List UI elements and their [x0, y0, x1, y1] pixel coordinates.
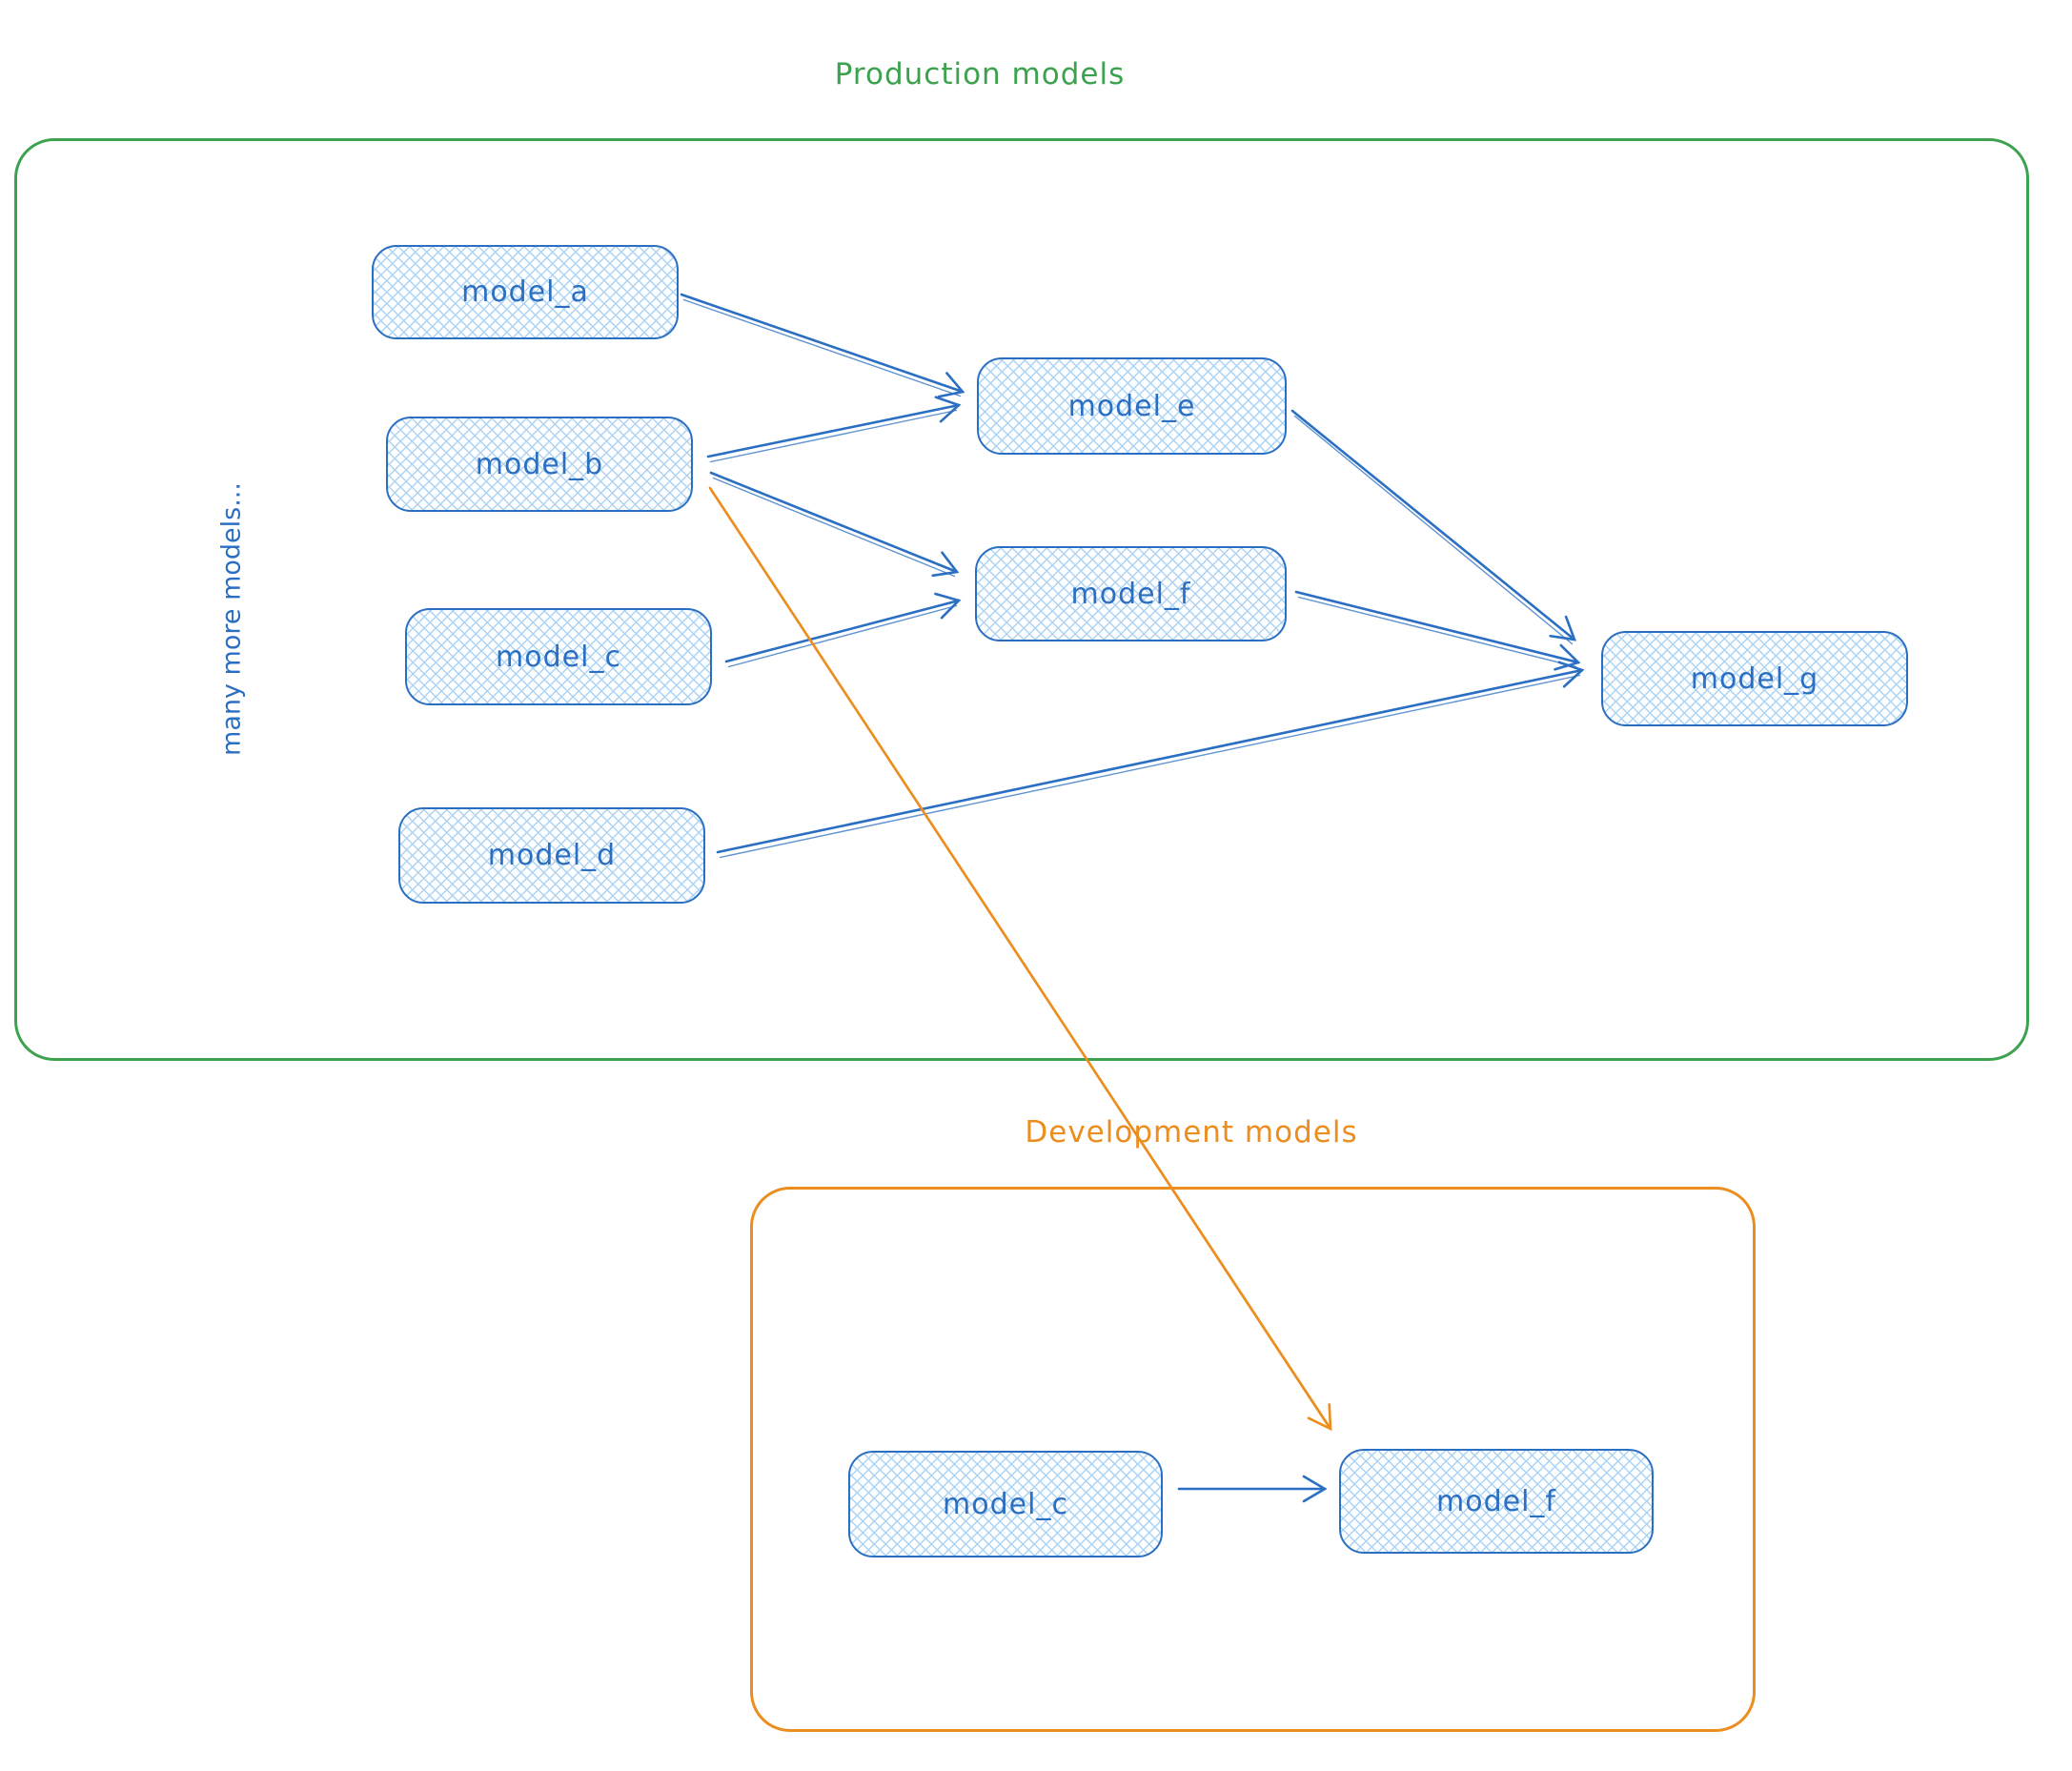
node-label: model_c — [943, 1487, 1068, 1521]
production-group-title: Production models — [834, 57, 1126, 92]
many-more-models-note: many more models... — [216, 482, 247, 756]
node-model-c-production: model_c — [405, 608, 712, 705]
node-label: model_f — [1436, 1484, 1556, 1518]
node-model-g-production: model_g — [1601, 631, 1908, 726]
node-model-e-production: model_e — [977, 357, 1287, 455]
node-label: model_g — [1690, 662, 1819, 696]
node-model-c-development: model_c — [848, 1451, 1163, 1557]
node-label: model_f — [1070, 577, 1191, 611]
node-label: model_e — [1067, 389, 1196, 423]
node-model-a-production: model_a — [372, 245, 679, 339]
node-label: model_b — [475, 447, 604, 481]
node-model-f-production: model_f — [975, 546, 1287, 641]
node-label: model_d — [487, 839, 617, 872]
node-label: model_a — [461, 275, 589, 309]
development-group-title: Development models — [1025, 1115, 1358, 1150]
node-model-f-development: model_f — [1339, 1449, 1654, 1554]
node-model-d-production: model_d — [398, 807, 705, 904]
node-label: model_c — [496, 640, 621, 674]
node-model-b-production: model_b — [386, 417, 693, 512]
